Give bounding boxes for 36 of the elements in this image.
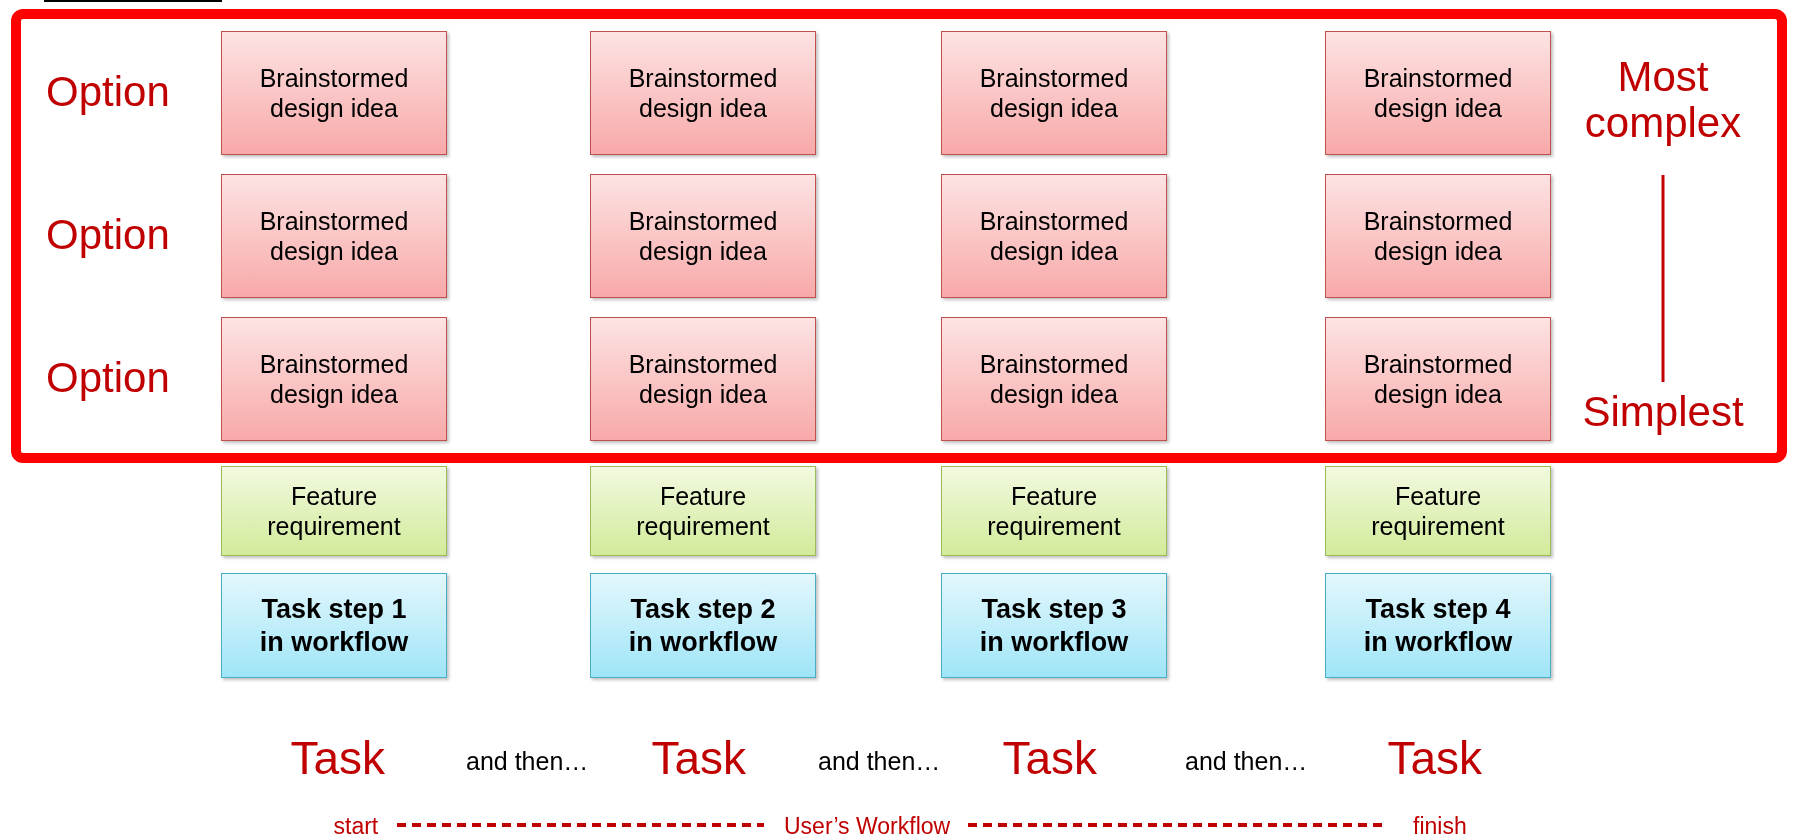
- workflow-label: User’s Workflow: [784, 813, 951, 839]
- idea-card: Brainstormed design idea: [590, 317, 816, 441]
- option-label: Option: [46, 212, 170, 259]
- scale-top-label: Most complex: [1583, 54, 1743, 147]
- feature-card: Feature requirement: [221, 466, 447, 556]
- option-label: Option: [46, 355, 170, 402]
- task-label: Task: [651, 732, 747, 784]
- scale-bottom-label: Simplest: [1582, 389, 1744, 436]
- task-step-card: Task step 2 in workflow: [590, 573, 816, 678]
- finish-label: finish: [1413, 813, 1467, 839]
- feature-card: Feature requirement: [1325, 466, 1551, 556]
- idea-card: Brainstormed design idea: [221, 317, 447, 441]
- task-label: Task: [1387, 732, 1483, 784]
- task-step-card: Task step 4 in workflow: [1325, 573, 1551, 678]
- option-label: Option: [46, 69, 170, 116]
- feature-card: Feature requirement: [941, 466, 1167, 556]
- idea-card: Brainstormed design idea: [1325, 31, 1551, 155]
- task-step-card: Task step 3 in workflow: [941, 573, 1167, 678]
- connector-text: and then…: [818, 748, 941, 776]
- idea-card: Brainstormed design idea: [941, 174, 1167, 298]
- connector-text: and then…: [466, 748, 589, 776]
- task-step-card: Task step 1 in workflow: [221, 573, 447, 678]
- idea-card: Brainstormed design idea: [941, 31, 1167, 155]
- idea-card: Brainstormed design idea: [1325, 317, 1551, 441]
- idea-card: Brainstormed design idea: [590, 174, 816, 298]
- frame-box: [11, 9, 1787, 463]
- start-label: start: [333, 813, 379, 839]
- idea-card: Brainstormed design idea: [1325, 174, 1551, 298]
- task-label: Task: [1002, 732, 1098, 784]
- connector-text: and then…: [1185, 748, 1308, 776]
- feature-card: Feature requirement: [590, 466, 816, 556]
- idea-card: Brainstormed design idea: [590, 31, 816, 155]
- task-label: Task: [290, 732, 386, 784]
- idea-card: Brainstormed design idea: [221, 174, 447, 298]
- idea-card: Brainstormed design idea: [221, 31, 447, 155]
- idea-card: Brainstormed design idea: [941, 317, 1167, 441]
